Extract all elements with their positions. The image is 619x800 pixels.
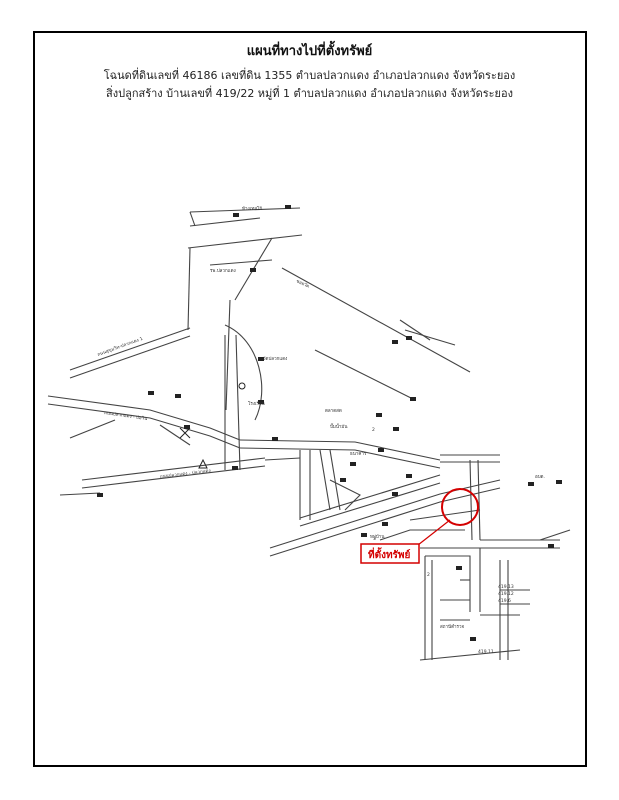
road-label-2: ถนนปลวกแดง - บ่อวิน <box>104 410 148 422</box>
page-border <box>33 31 587 767</box>
place-label-8: หมู่บ้าน <box>370 534 384 540</box>
number-label-5: 419.12 <box>498 591 514 597</box>
intersection-icon <box>179 427 191 439</box>
road-label-4: ซอยวัด <box>295 278 310 289</box>
number-label-6: 419.6 <box>498 598 511 604</box>
target-circle <box>441 488 479 526</box>
place-label-9: อบต. <box>535 475 545 480</box>
landmark-icons <box>179 382 246 469</box>
number-label-7: 419.11 <box>478 649 494 655</box>
target-marker: ที่ตั้งทรัพย์ <box>360 488 479 564</box>
target-label-box <box>360 543 420 564</box>
target-label: ที่ตั้งทรัพย์ <box>368 547 411 561</box>
number-label-3: 2 <box>427 572 430 578</box>
place-label-1: ห้างเทสโก้ <box>242 205 262 212</box>
building-markers <box>97 205 562 641</box>
place-label-10: สถานีตำรวจ <box>440 623 464 630</box>
place-label-6: ปั๊มน้ำมัน <box>330 423 347 430</box>
place-label-3: วัดปลวกแดง <box>263 356 287 362</box>
target-pointer <box>417 519 451 546</box>
place-label-4: โรงเรียน <box>248 400 265 407</box>
number-label-4: 419.13 <box>498 584 514 590</box>
place-label-5: ตลาดสด <box>325 408 342 414</box>
place-label-7: ธนาคาร <box>350 451 367 457</box>
road-network <box>47 207 571 661</box>
number-label-1: 2 <box>372 427 375 433</box>
temple-icon <box>238 382 246 390</box>
monument-icon <box>198 458 208 469</box>
place-label-2: รพ.ปลวกแดง <box>210 268 236 274</box>
building-info-line: สิ่งปลูกสร้าง บ้านเลขที่ 419/22 หมู่ที่ … <box>106 87 513 100</box>
deed-info-line: โฉนดที่ดินเลขที่ 46186 เลขที่ดิน 1355 ตำ… <box>103 69 516 82</box>
number-label-2: 3 <box>373 536 376 542</box>
page-title: แผนที่ทางไปที่ตั้งทรัพย์ <box>246 44 373 59</box>
